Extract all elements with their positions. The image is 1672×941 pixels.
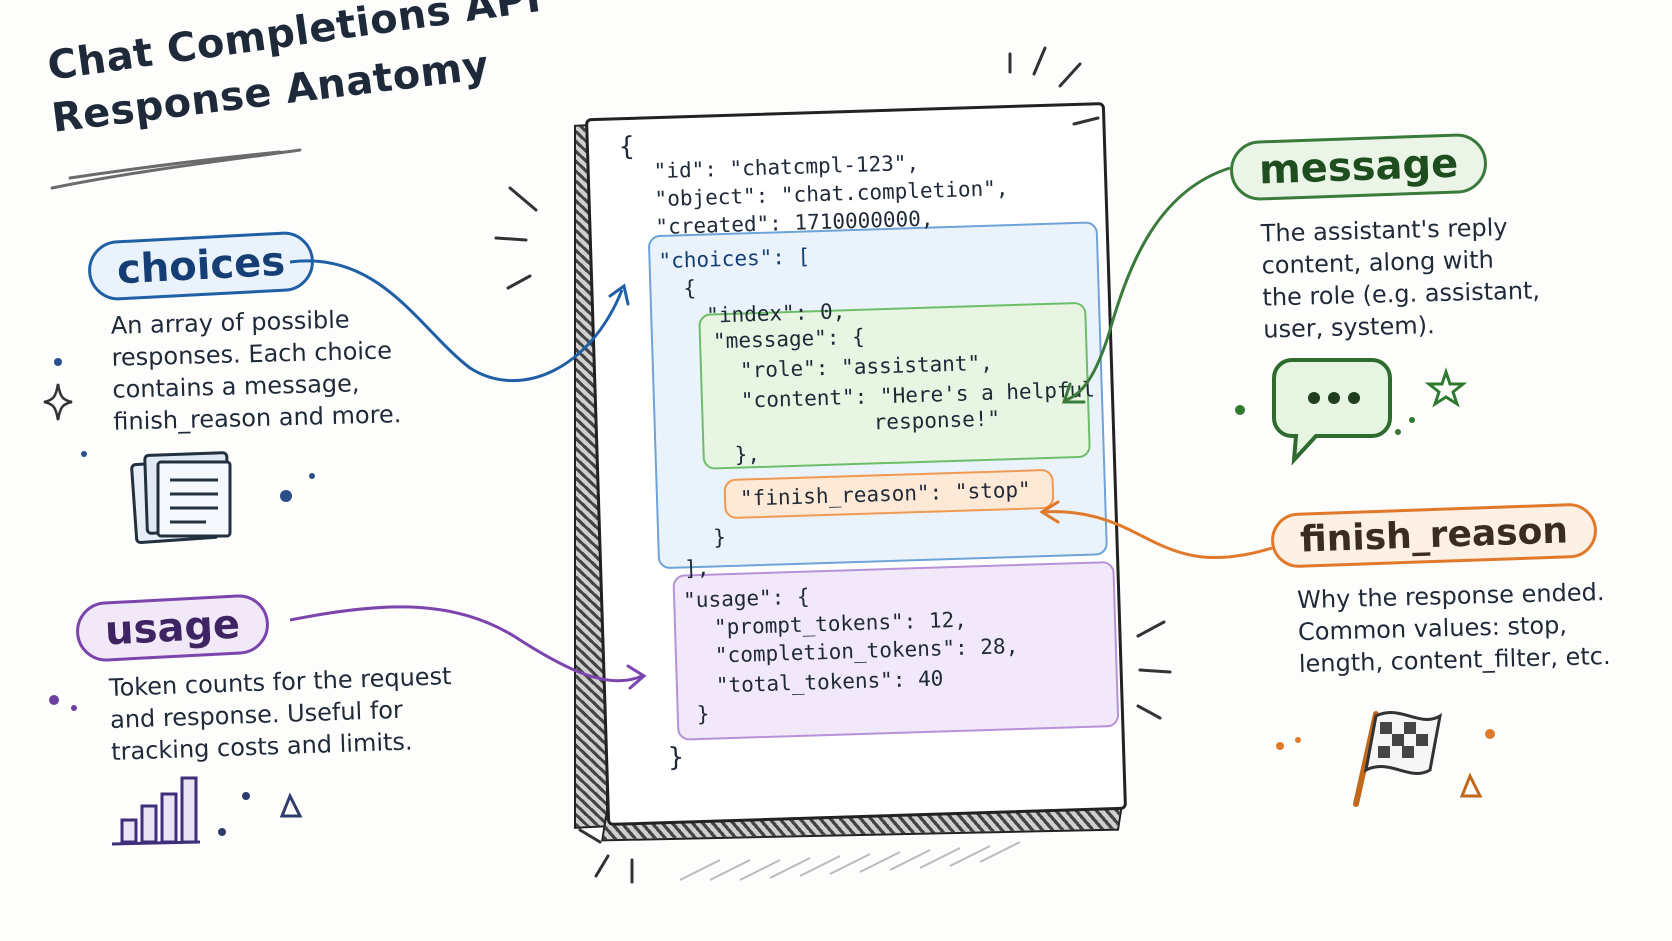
finish-reason-arrowhead	[1039, 500, 1060, 524]
checkered-flag-icon	[1353, 711, 1443, 807]
chat-bubble-icon	[1272, 358, 1392, 466]
sparkle-icon	[43, 383, 73, 421]
star-icon	[1424, 367, 1468, 408]
emphasis-strokes	[494, 46, 1172, 884]
bar-chart-icon	[111, 776, 201, 846]
message-arrowhead	[1061, 382, 1086, 404]
triangle-icon	[279, 792, 303, 818]
usage-connector-arrow	[289, 605, 643, 683]
usage-arrowhead	[626, 664, 647, 690]
decorative-dots	[49, 358, 1495, 836]
finish-reason-connector-arrow	[1043, 510, 1273, 560]
message-connector-arrow	[1065, 166, 1231, 402]
choices-arrowhead	[608, 283, 630, 306]
documents-icon	[130, 451, 232, 544]
triangle-icon	[1459, 772, 1483, 798]
choices-connector-arrow	[289, 259, 624, 383]
title-underline	[50, 148, 302, 190]
document-shadow	[679, 841, 1021, 881]
